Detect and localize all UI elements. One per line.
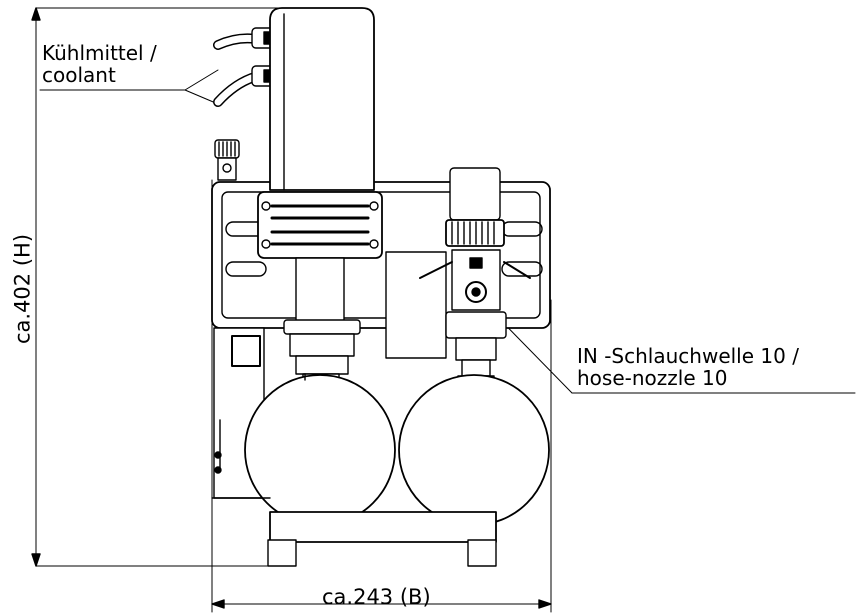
height-dimension-label: ca.402 (H) <box>10 233 35 345</box>
hose-label-line1: IN -Schlauchwelle 10 / <box>577 344 799 368</box>
coolant-label-line1: Kühlmittel / <box>42 41 157 65</box>
hose-nozzle-label: IN -Schlauchwelle 10 / hose-nozzle 10 <box>577 345 799 389</box>
hose-label-line2: hose-nozzle 10 <box>577 366 728 390</box>
coolant-label-line2: coolant <box>42 63 116 87</box>
coolant-label: Kühlmittel / coolant <box>42 42 157 86</box>
inlet-valve-assembly <box>419 167 531 377</box>
height-dimension <box>31 7 281 567</box>
condenser-column <box>257 7 383 375</box>
width-dimension <box>211 179 552 613</box>
width-dimension-label: ca.243 (B) <box>322 585 431 609</box>
left-flask <box>244 373 396 526</box>
right-flask <box>398 374 550 526</box>
base-plate <box>211 497 497 567</box>
coolant-leader <box>39 69 219 105</box>
top-knob <box>214 139 240 181</box>
